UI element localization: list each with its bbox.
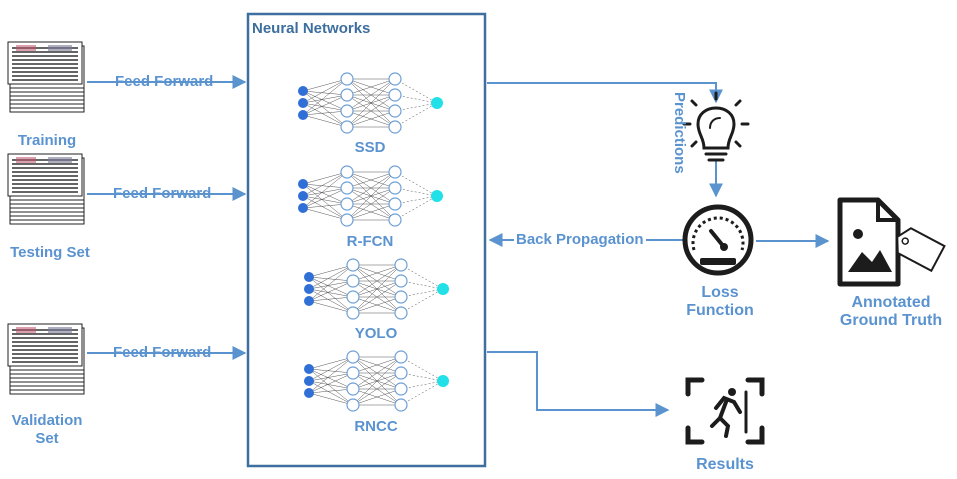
training-label: Training <box>17 132 77 149</box>
neural-networks-title: Neural Networks <box>252 20 371 37</box>
network-label-rfcn: R-FCN <box>346 233 394 250</box>
gauge-icon <box>682 204 754 276</box>
loss-label-line-1: Loss <box>701 284 739 301</box>
feed-forward-label-2: Feed Forward <box>113 185 212 202</box>
validation-set-label: Validation Set <box>0 412 94 448</box>
training-document-stack-icon <box>7 41 85 113</box>
testing-document-stack-icon <box>7 153 85 225</box>
lightbulb-icon <box>682 91 750 162</box>
ground-truth-label-line-2: Ground Truth <box>839 312 943 329</box>
image-file-tag-icon <box>837 197 946 287</box>
rncc-network-icon <box>303 350 450 412</box>
rfcn-network-icon <box>297 165 444 227</box>
results-label: Results <box>696 456 754 473</box>
validation-document-stack-icon <box>7 323 85 395</box>
person-running-frame-icon <box>685 377 765 445</box>
annotated-ground-truth-label: Annotated Ground Truth <box>826 294 956 330</box>
testing-set-label: Testing Set <box>10 244 90 261</box>
back-propagation-label: Back Propagation <box>514 231 646 249</box>
validation-label-line-2: Set <box>35 430 59 447</box>
ssd-network-icon <box>297 72 444 134</box>
network-label-rncc: RNCC <box>354 418 398 435</box>
validation-label-line-1: Validation <box>11 412 83 429</box>
yolo-network-icon <box>303 258 450 320</box>
loss-label-line-2: Function <box>686 302 754 319</box>
loss-function-label: Loss Function <box>670 284 770 320</box>
feed-forward-label-1: Feed Forward <box>115 73 214 90</box>
network-label-yolo: YOLO <box>354 325 398 342</box>
ground-truth-label-line-1: Annotated <box>851 294 931 311</box>
network-label-ssd: SSD <box>354 139 386 156</box>
feed-forward-label-3: Feed Forward <box>113 344 212 361</box>
predictions-label: Predictions <box>671 92 688 174</box>
results-arrow <box>487 351 670 417</box>
neural-networks-box <box>246 12 487 468</box>
